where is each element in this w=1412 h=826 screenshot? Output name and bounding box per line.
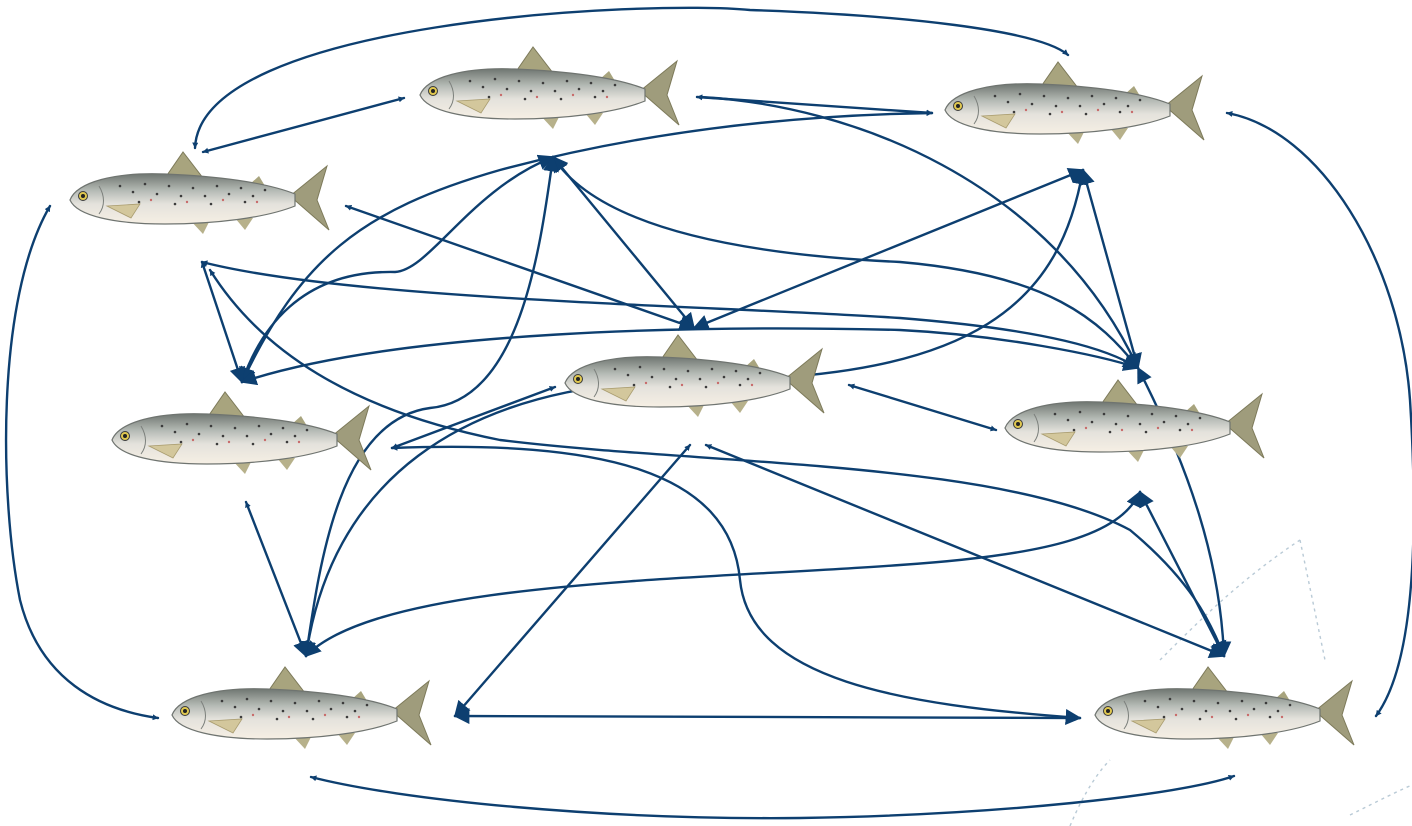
fish-center (564, 334, 825, 418)
arrow-hub-center-top-right-fish (692, 168, 1085, 330)
arrow-center-bottom-right (704, 443, 1226, 658)
fish-middle-right (1004, 379, 1265, 463)
fish-nodes (69, 46, 1355, 750)
arrow-upper-left-top-right (192, 6, 1070, 150)
arrow-middle-left-bottom-right (390, 444, 1082, 725)
arrow-hub-left-top-right (240, 110, 934, 384)
arrow-center-middle-right (847, 383, 998, 432)
fish-upper-left (69, 151, 330, 235)
arrow-hub-bottom-middle-left (244, 500, 309, 658)
arrow-upper-left-top-center (201, 96, 406, 154)
arrow-hub-bottom-lower-right (304, 490, 1142, 658)
fish-bottom-right (1094, 666, 1355, 750)
arrow-bottom-left-bottom-right (309, 774, 1236, 820)
arrow-top-right-bottom-right (1225, 111, 1412, 718)
connections (4, 6, 1412, 820)
arrow-hub-lower-right-bottom-right (1138, 490, 1226, 658)
fish-middle-left (111, 391, 372, 475)
fish-top-right (944, 61, 1205, 145)
fish-bottom-left (171, 666, 432, 750)
arrow-upper-left-bottom-left (4, 204, 160, 721)
arrow-upper-left-hub-center (344, 204, 696, 331)
background-decoration (1069, 539, 1412, 826)
arrow-bottom-left-bottom-right-row (453, 708, 1082, 725)
fish-top-center (419, 46, 680, 130)
arrow-hub-left-upper-left (200, 260, 246, 384)
arrow-top-right-hub-right (1079, 168, 1142, 370)
